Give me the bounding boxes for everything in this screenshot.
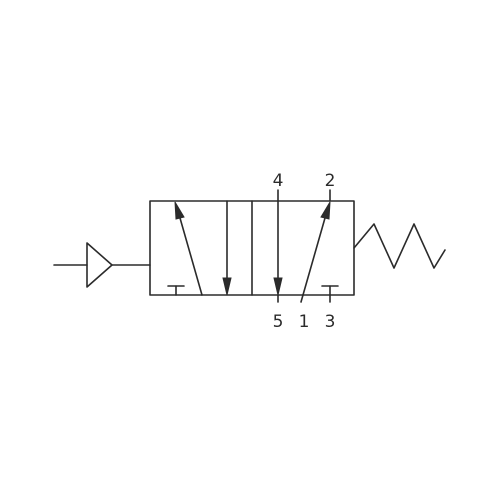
left-vertical-arrowhead: [222, 277, 232, 296]
port-label-1: 1: [299, 312, 310, 332]
port-label-2: 2: [325, 171, 336, 191]
port-label-3: 3: [325, 312, 336, 332]
right-diagonal-flow: [302, 217, 326, 296]
left-position-box: [167, 200, 232, 296]
pilot-actuator: [53, 242, 151, 288]
right-vertical-arrowhead: [273, 277, 283, 296]
left-diagonal-flow: [179, 217, 203, 296]
port-label-5: 5: [273, 312, 284, 332]
pilot-triangle: [86, 242, 113, 288]
port-1-line: [300, 294, 304, 303]
right-diagonal-arrowhead: [320, 201, 331, 220]
right-position-box: [273, 189, 339, 303]
left-diagonal-arrowhead: [174, 201, 185, 220]
spring-return: [353, 223, 446, 269]
port-label-4: 4: [273, 171, 284, 191]
